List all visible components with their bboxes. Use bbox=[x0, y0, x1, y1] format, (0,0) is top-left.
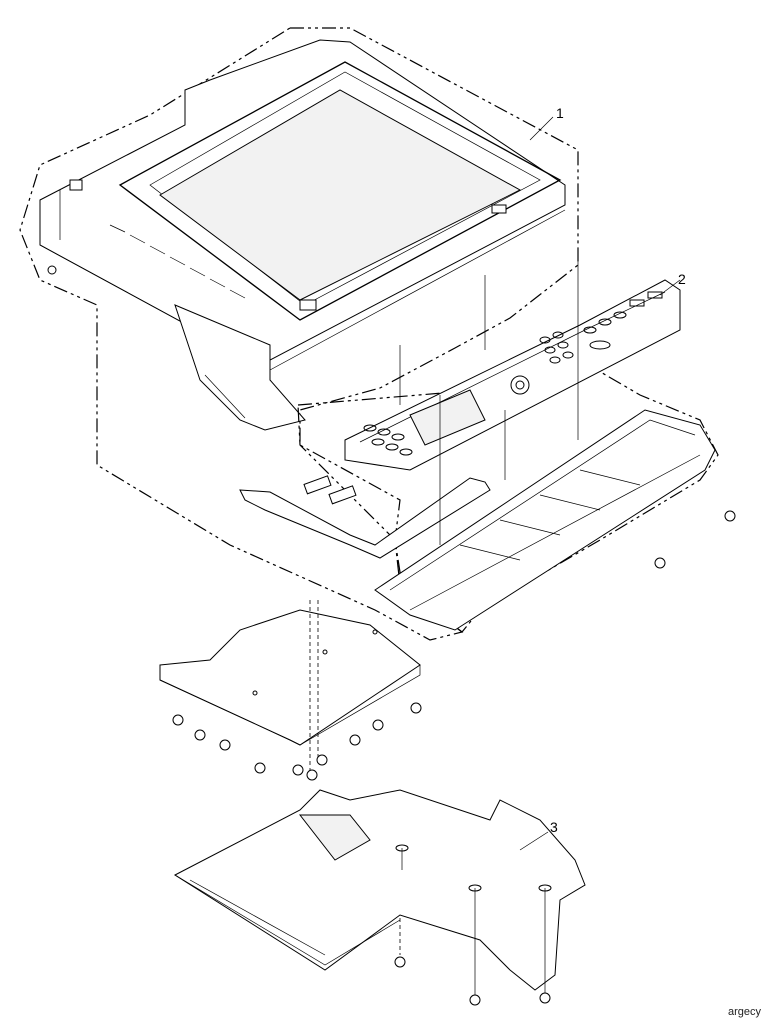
panel-frame bbox=[374, 409, 716, 631]
panel-screws bbox=[654, 510, 736, 569]
watermark: argecy bbox=[727, 1006, 761, 1018]
callout-1-leader bbox=[529, 116, 554, 141]
callout-3-leader bbox=[519, 831, 549, 851]
operator-panel bbox=[344, 279, 681, 471]
scanner-unit bbox=[39, 39, 566, 431]
tray-screws bbox=[394, 956, 551, 1006]
callout-2: 2 bbox=[678, 271, 686, 287]
assembly-guide-lines bbox=[399, 255, 579, 545]
metal-bracket bbox=[159, 609, 421, 746]
callout-3: 3 bbox=[550, 819, 558, 835]
base-tray bbox=[173, 789, 586, 1000]
bracket-screws bbox=[172, 702, 422, 781]
callout-2-leader bbox=[659, 279, 681, 296]
callout-1: 1 bbox=[556, 105, 564, 121]
